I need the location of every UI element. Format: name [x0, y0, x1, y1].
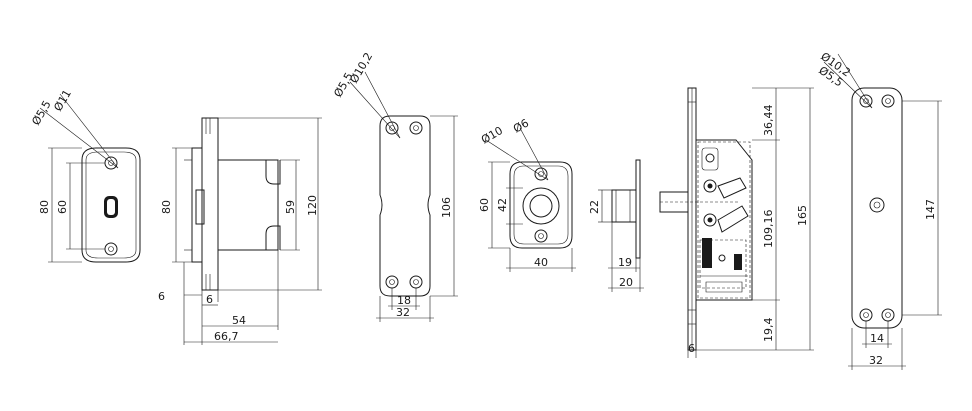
keeper-d-large: Ø10	[479, 124, 505, 147]
front-plate-d-large: Ø11	[51, 87, 74, 113]
front-plate-view	[39, 93, 141, 263]
side-body-height: 59	[284, 200, 297, 214]
front-plate-pitch: 60	[56, 200, 69, 214]
front-plate-outline	[81, 147, 141, 263]
bolt-length-2: 20	[619, 276, 633, 289]
side-body-view	[172, 117, 322, 345]
strike-height: 106	[440, 197, 453, 218]
bolt-length-1: 19	[618, 256, 632, 269]
strike-d-large: Ø10,2	[347, 50, 375, 85]
screw-hole-bottom	[104, 242, 118, 256]
side-thickness-2: 6	[206, 293, 213, 306]
keeper-height: 60	[478, 198, 491, 212]
mechanism-view	[659, 87, 814, 358]
back-width: 32	[869, 354, 883, 367]
bolt-height: 22	[588, 200, 601, 214]
strike-pitch: 18	[397, 294, 411, 307]
strike-width: 32	[396, 306, 410, 319]
keeper-outline	[509, 161, 573, 249]
mech-top-dim: 36,44	[762, 105, 775, 137]
side-depth: 54	[232, 314, 246, 327]
mech-bottom-dim: 19,4	[762, 318, 775, 343]
strike-plate-outline	[379, 115, 431, 297]
side-thickness-1: 6	[158, 290, 165, 303]
bolt-flange	[635, 159, 641, 259]
back-plate-outline	[851, 87, 903, 329]
bolt-view	[598, 159, 644, 292]
side-total-height: 120	[306, 195, 319, 216]
front-plate-d-small: Ø5,5	[29, 98, 53, 127]
mech-mid-dim: 109,16	[762, 210, 775, 249]
side-plate-height: 80	[160, 200, 173, 214]
mech-total-dim: 165	[796, 205, 809, 226]
front-plate-height: 80	[38, 200, 51, 214]
keeper-width: 40	[534, 256, 548, 269]
keeper-view	[485, 127, 576, 272]
front-plate-inner	[85, 151, 137, 259]
mechanism-spring	[702, 238, 712, 268]
strike-plate-view	[349, 71, 458, 322]
keeper-d-small: Ø6	[511, 117, 531, 136]
back-plate-center-hole	[869, 197, 885, 213]
bolt-body	[611, 189, 637, 223]
mechanism-case	[696, 139, 753, 301]
back-plate-view	[823, 53, 942, 370]
back-pitch: 14	[870, 332, 884, 345]
mechanism-bolt	[659, 191, 689, 213]
side-face-plate	[191, 147, 203, 263]
side-total-depth: 66,7	[214, 330, 239, 343]
keeper-bore	[522, 187, 560, 225]
keeper-bore-size: 42	[496, 198, 509, 212]
back-height: 147	[924, 199, 937, 220]
side-body-case	[217, 159, 279, 251]
mech-thickness: 6	[688, 342, 695, 355]
